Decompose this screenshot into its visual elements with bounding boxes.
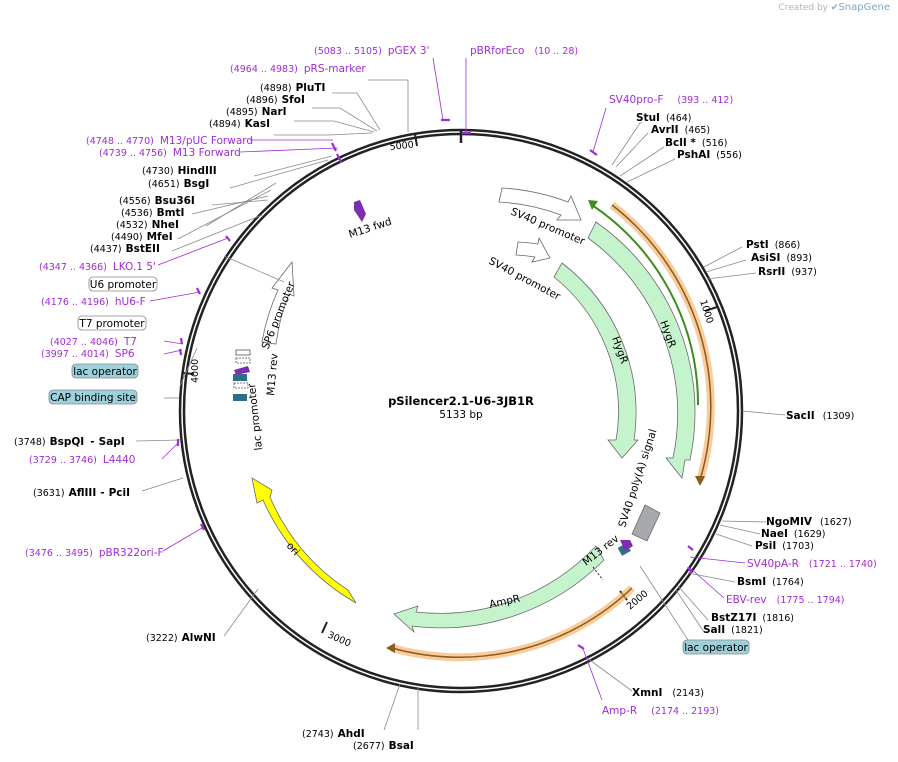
enzyme-bstz17i[interactable]: BstZ17I(1816)	[711, 612, 794, 624]
enzyme-ahdi[interactable]: (2743)AhdI	[302, 728, 365, 740]
feature-sp6-promoter	[261, 260, 295, 345]
feature-label-lac-promoter: lac promoter	[246, 382, 265, 451]
enzyme-sali[interactable]: SalI(1821)	[703, 624, 763, 636]
enzyme-bspqi[interactable]: (3748)BspQI-SapI	[14, 436, 125, 448]
primer-site-marks	[176, 118, 694, 650]
feature-ampr-arrow	[393, 545, 605, 634]
brand-name: SnapGene	[838, 2, 890, 13]
tick-5000: 5000	[389, 140, 414, 153]
feature-sv40-promoter-2	[515, 236, 551, 263]
tick-3000: 3000	[326, 630, 353, 650]
primer-hu6-f[interactable]: (4176 .. 4196)hU6-F	[41, 296, 146, 308]
primer-pgex3[interactable]: (5083 .. 5105)pGEX 3'	[314, 45, 429, 57]
plasmid-length: 5133 bp	[439, 409, 483, 421]
enzyme-stui[interactable]: StuI(464)	[636, 112, 692, 124]
primer-sp6[interactable]: (3997 .. 4014)SP6	[41, 348, 135, 360]
feature-ampr-orf	[386, 585, 635, 662]
enzyme-alwni[interactable]: (3222)AlwNI	[146, 632, 216, 644]
feature-hygr-green-orf	[588, 200, 700, 406]
enzyme-avrii[interactable]: AvrII(465)	[651, 124, 710, 136]
enzyme-pluti[interactable]: (4898)PluTI	[260, 82, 325, 94]
enzyme-xmni[interactable]: XmnI(2143)	[632, 687, 704, 699]
enzyme-bsteii[interactable]: (4437)BstEII	[90, 243, 160, 255]
primer-sv40pro-f[interactable]: SV40pro-F(393 .. 412)	[609, 94, 733, 106]
enzyme-bsgi[interactable]: (4651)BsgI	[148, 178, 209, 190]
svg-text:T7 promoter: T7 promoter	[78, 318, 145, 330]
enzyme-asisi[interactable]: AsiSI(893)	[751, 252, 812, 264]
boxed-label-lac-operator-left[interactable]: lac operator	[71, 363, 139, 379]
enzyme-bsu36i[interactable]: (4556)Bsu36I	[119, 195, 195, 207]
primer-l4440[interactable]: (3729 .. 3746)L4440	[29, 454, 135, 466]
enzyme-bcli[interactable]: BclI *(516)	[665, 137, 727, 149]
boxed-label-u6-promoter[interactable]: U6 promoter	[88, 276, 158, 292]
enzyme-sacii[interactable]: SacII(1309)	[786, 410, 854, 422]
feature-hygr-arrow-1	[587, 221, 696, 479]
feature-label-m13rev-left: M13 rev	[265, 353, 281, 396]
enzyme-hindiii[interactable]: (4730)HindIII	[142, 165, 217, 177]
svg-text:lac operator: lac operator	[684, 642, 748, 654]
enzyme-psii[interactable]: PsiI(1703)	[755, 540, 814, 552]
enzyme-nari[interactable]: (4895)NarI	[226, 106, 287, 118]
svg-text:CAP binding site: CAP binding site	[50, 392, 136, 404]
feature-hygr-orf-outer	[609, 201, 715, 486]
enzyme-nhei[interactable]: (4532)NheI	[116, 219, 179, 231]
feature-m13-fwd	[354, 200, 366, 222]
primer-prs-marker[interactable]: (4964 .. 4983)pRS-marker	[230, 63, 366, 75]
primer-sv40pa-r[interactable]: SV40pA-R(1721 .. 1740)	[747, 558, 877, 570]
feature-sv40-promoter-1	[498, 187, 582, 221]
feature-small-hatched	[233, 349, 251, 389]
snapgene-logo-icon: ✔	[830, 3, 839, 13]
feature-ori-arrow	[251, 477, 357, 604]
leader-lines	[135, 79, 786, 731]
svg-text:lac operator: lac operator	[73, 366, 137, 378]
enzyme-naei[interactable]: NaeI(1629)	[761, 528, 826, 540]
feature-polya	[631, 504, 661, 542]
primer-lko1-5[interactable]: (4347 .. 4366)LKO.1 5'	[39, 261, 156, 273]
feature-label-m13fwd: M13 fwd	[347, 216, 393, 241]
primer-ebv-rev[interactable]: EBV-rev(1775 .. 1794)	[726, 594, 845, 606]
enzyme-bmti[interactable]: (4536)BmtI	[121, 207, 184, 219]
primer-pbrforeco[interactable]: pBRforEco(10 .. 28)	[470, 45, 578, 57]
enzyme-rsrii[interactable]: RsrII(937)	[758, 266, 817, 278]
feature-m13rev-right	[620, 540, 633, 551]
primer-t7[interactable]: (4027 .. 4046)T7	[50, 336, 137, 348]
boxed-label-lac-operator-right[interactable]: lac operator	[682, 639, 750, 655]
enzyme-afliii[interactable]: (3631)AflIII-PciI	[33, 487, 130, 499]
ampr-dashed-marker	[592, 566, 604, 581]
created-by-text: Created by	[778, 3, 829, 13]
svg-text:U6 promoter: U6 promoter	[90, 279, 157, 291]
feature-lac-operator-left	[233, 374, 247, 381]
primer-leader-lines	[149, 57, 746, 701]
boxed-label-cap-binding-site[interactable]: CAP binding site	[48, 389, 138, 405]
enzyme-mfei[interactable]: (4490)MfeI	[111, 231, 173, 243]
primer-amp-r[interactable]: Amp-R(2174 .. 2193)	[602, 705, 719, 717]
enzyme-bsmi[interactable]: BsmI(1764)	[737, 576, 804, 588]
enzyme-ngomiv[interactable]: NgoMIV(1627)	[766, 516, 852, 528]
feature-m13rev-left	[234, 366, 250, 375]
enzyme-kasi[interactable]: (4894)KasI	[209, 118, 270, 130]
feature-cap-site	[233, 394, 247, 401]
plasmid-name: pSilencer2.1-U6-3JB1R	[388, 394, 534, 408]
primer-m13puc-forward[interactable]: (4748 .. 4770)M13/pUC Forward	[86, 135, 253, 147]
primer-pbr322ori-f[interactable]: (3476 .. 3495)pBR322ori-F	[25, 547, 164, 559]
enzyme-pshai[interactable]: PshAI(556)	[677, 149, 742, 161]
feature-hygr-arrow-2	[553, 262, 639, 459]
tick-4000: 4000	[190, 359, 201, 383]
enzyme-sfoi[interactable]: (4896)SfoI	[246, 94, 305, 106]
created-by-credit: Created by ✔SnapGene	[778, 2, 890, 13]
enzyme-psti[interactable]: PstI(866)	[746, 239, 800, 251]
primer-m13-forward[interactable]: (4739 .. 4756)M13 Forward	[99, 147, 241, 159]
boxed-label-t7-promoter[interactable]: T7 promoter	[77, 315, 147, 331]
enzyme-bsai[interactable]: (2677)BsaI	[353, 740, 414, 752]
feature-label-sv40-promoter-2: SV40 promoter	[487, 255, 563, 303]
tick-marks	[181, 133, 718, 634]
